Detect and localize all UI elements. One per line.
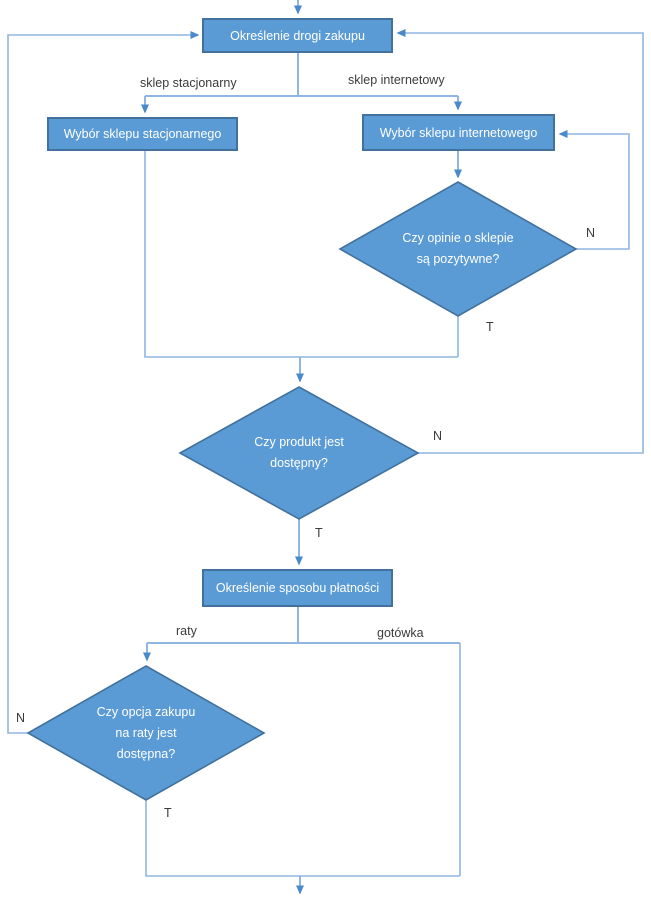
- edge-label-reviews-yes: T: [486, 320, 494, 334]
- edge-installments-no-loop: [7, 31, 200, 734]
- edge-label-installments: raty: [176, 624, 197, 638]
- diamond-reviews-positive: [338, 181, 578, 317]
- edge-availability-no-loop: [396, 29, 644, 454]
- edge-physical-store-down: [144, 151, 458, 358]
- edge-label-installments-no: N: [16, 711, 26, 725]
- diamond-installments-available: [26, 665, 266, 801]
- node-choose-physical-store: Wybór sklepu stacjonarnego: [47, 117, 238, 151]
- edge-label-installments-yes: T: [164, 806, 172, 820]
- edge-label-physical-store: sklep stacjonarny: [140, 76, 237, 90]
- edge-installments-yes-down: [145, 800, 460, 877]
- diamond-product-available: [178, 386, 420, 520]
- edge-label-available-no: N: [433, 429, 443, 443]
- node-label-product-available: Czy produkt jest dostępny?: [254, 435, 344, 470]
- edge-label-available-yes: T: [315, 526, 323, 540]
- node-label-reviews-positive: Czy opinie o sklepie są pozytywne?: [402, 231, 514, 266]
- node-choose-online-store: Wybór sklepu internetowego: [362, 114, 555, 151]
- node-determine-purchase-path: Określenie drogi zakupu: [202, 18, 393, 53]
- edge-reviews-no-loop: [558, 130, 630, 250]
- node-determine-payment-method: Określenie sposobu płatności: [202, 569, 393, 607]
- node-label-installments-available: Czy opcja zakupu na raty jest dostępna?: [96, 704, 196, 761]
- edge-label-online-store: sklep internetowy: [348, 73, 445, 87]
- edge-label-cash: gotówka: [377, 626, 424, 640]
- edge-label-reviews-no: N: [586, 226, 596, 240]
